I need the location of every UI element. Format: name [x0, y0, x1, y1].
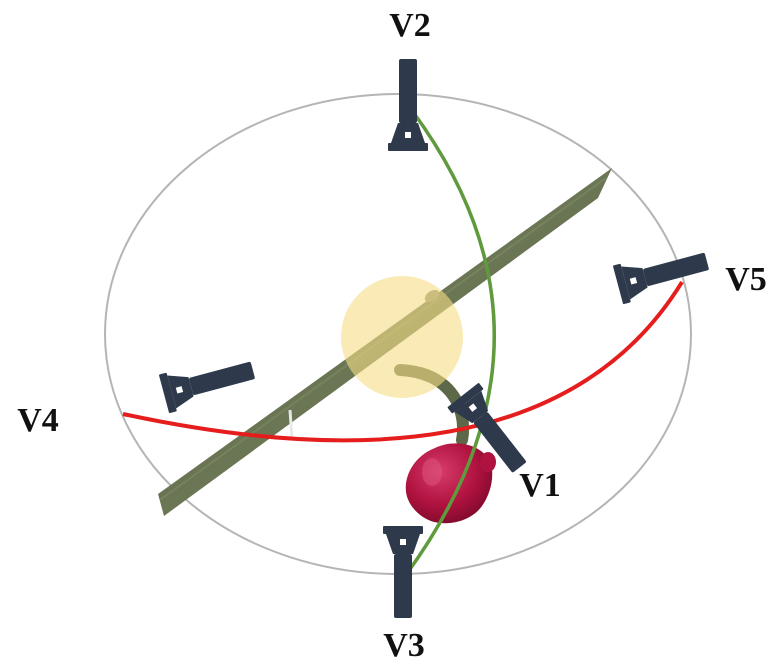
label-v4: V4	[17, 402, 59, 439]
camera-v2-icon	[388, 59, 428, 151]
label-v1: V1	[519, 467, 561, 504]
highlight-circle-icon	[341, 276, 463, 398]
fruit-icon	[405, 443, 496, 524]
camera-v5-icon	[612, 241, 713, 305]
camera-v3-icon	[383, 526, 423, 618]
camera-v4-icon	[158, 350, 259, 414]
label-v3: V3	[383, 627, 425, 664]
vertical-arc	[406, 110, 496, 574]
horizontal-arc	[122, 280, 684, 443]
label-v5: V5	[725, 261, 767, 298]
label-v2: V2	[389, 7, 431, 44]
